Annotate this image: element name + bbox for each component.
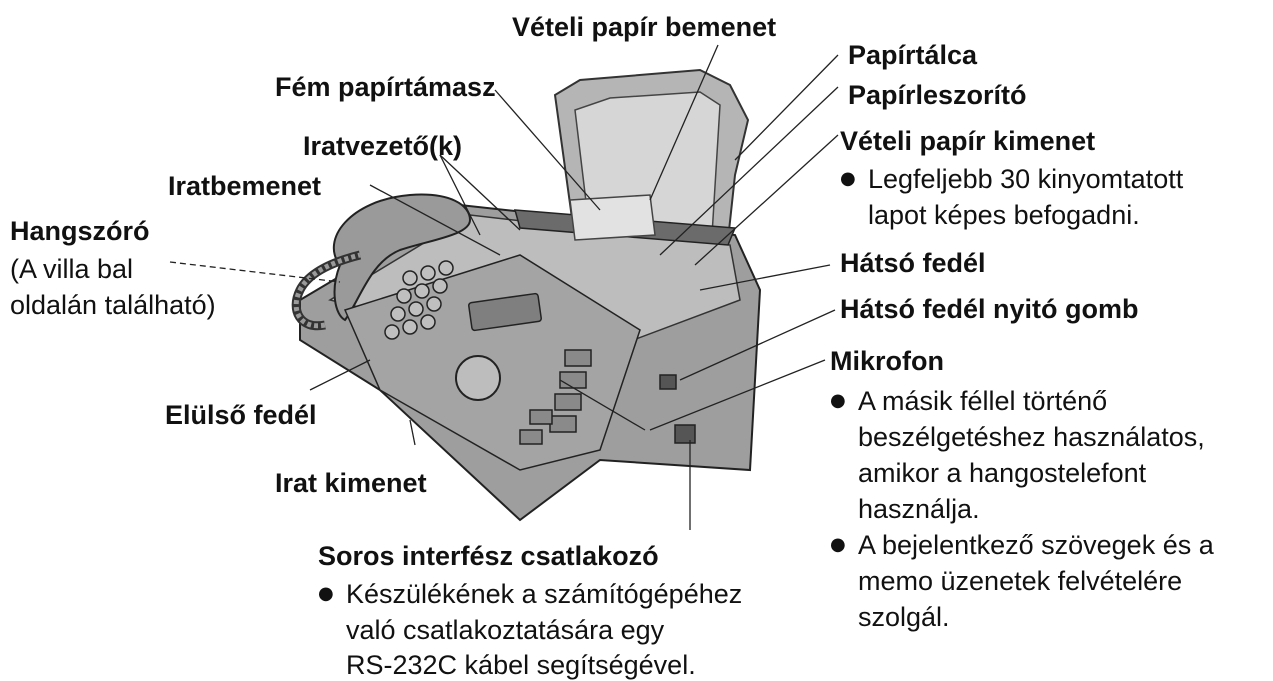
label-mikrofon-note-2a: A bejelentkező szövegek és a	[858, 530, 1214, 560]
label-irat-kimenet: Irat kimenet	[275, 468, 427, 498]
label-veteli-papir-bemenet: Vételi papír bemenet	[512, 12, 777, 42]
label-iratbemenet: Iratbemenet	[168, 171, 322, 201]
label-mikrofon-note-2c: szolgál.	[858, 602, 950, 632]
label-mikrofon-note-1d: használja.	[858, 494, 980, 524]
label-veteli-kimenet-note-1: Legfeljebb 30 kinyomtatott	[868, 164, 1184, 194]
label-hangszoro-note-1: (A villa bal	[10, 254, 134, 284]
label-soros-interfesz: Soros interfész csatlakozó	[318, 541, 659, 571]
label-mikrofon-note-2b: memo üzenetek felvételére	[858, 566, 1183, 596]
label-hatso-fedel: Hátsó fedél	[840, 248, 986, 278]
bullet-icon: ●	[840, 168, 856, 189]
bullet-icon: ●	[830, 390, 846, 411]
label-papirleszorito: Papírleszorító	[848, 80, 1027, 110]
label-hangszoro: Hangszóró	[10, 216, 150, 246]
label-mikrofon: Mikrofon	[830, 346, 944, 376]
label-hangszoro-note-2: oldalán található)	[10, 290, 216, 320]
label-soros-note-3: RS-232C kábel segítségével.	[346, 650, 696, 680]
label-papirtalca: Papírtálca	[848, 40, 978, 70]
label-fem-papirtamasz: Fém papírtámasz	[275, 72, 496, 102]
label-mikrofon-note-1b: beszélgetéshez használatos,	[858, 422, 1205, 452]
bullet-icon: ●	[830, 534, 846, 555]
bullet-icon: ●	[318, 583, 334, 604]
label-soros-note-2: való csatlakoztatására egy	[346, 615, 665, 645]
label-veteli-kimenet-note-2: lapot képes befogadni.	[868, 200, 1140, 230]
label-hatso-fedel-nyito-gomb: Hátsó fedél nyitó gomb	[840, 294, 1139, 324]
label-veteli-papir-kimenet: Vételi papír kimenet	[840, 126, 1096, 156]
label-mikrofon-note-1a: A másik féllel történő	[858, 386, 1108, 416]
label-soros-note-1: Készülékének a számítógépéhez	[346, 579, 743, 609]
label-mikrofon-note-1c: amikor a hangostelefont	[858, 458, 1147, 488]
label-elulso-fedel: Elülső fedél	[165, 400, 317, 430]
label-iratvezeto: Iratvezető(k)	[303, 131, 463, 161]
